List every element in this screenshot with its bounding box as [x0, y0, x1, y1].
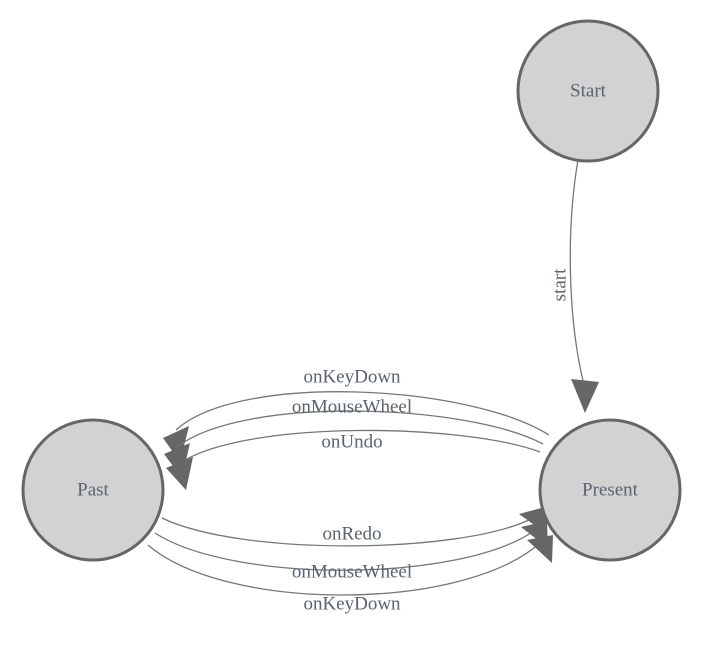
- edge-label-start: start: [549, 268, 570, 301]
- node-start-label: Start: [570, 80, 607, 101]
- node-past[interactable]: Past: [21, 418, 165, 562]
- edge-present-to-past-onkeydown[interactable]: onKeyDown: [163, 366, 550, 462]
- edge-label-past-present-onredo: onRedo: [322, 523, 381, 544]
- node-past-circle: [21, 418, 165, 562]
- edge-present-to-past-onmousewheel[interactable]: onMouseWheel: [164, 396, 544, 478]
- node-present-label: Present: [582, 479, 639, 500]
- edge-path-present-past-onkeydown: [175, 391, 550, 436]
- edge-start-to-present[interactable]: start: [549, 159, 599, 413]
- arrowhead-past-present-onkeydown: [527, 535, 553, 563]
- edge-label-present-past-onkeydown: onKeyDown: [303, 366, 401, 387]
- edge-path-present-past-onundo: [179, 429, 541, 464]
- edge-path-past-present-onmousewheel: [154, 530, 535, 571]
- node-present-circle: [538, 418, 682, 562]
- edge-label-past-present-onkeydown: onKeyDown: [303, 593, 401, 614]
- edge-label-present-past-onmousewheel: onMouseWheel: [292, 396, 412, 417]
- edge-path-start-present: [569, 159, 585, 386]
- node-past-label: Past: [77, 479, 109, 500]
- node-present[interactable]: Present: [538, 418, 682, 562]
- node-start-circle: [516, 19, 660, 163]
- edge-label-present-past-onundo: onUndo: [321, 431, 382, 452]
- node-start[interactable]: Start: [516, 19, 660, 163]
- edge-label-past-present-onmousewheel: onMouseWheel: [292, 561, 412, 582]
- edge-past-to-present-onkeydown[interactable]: onKeyDown: [147, 535, 553, 614]
- edge-path-past-present-onkeydown: [147, 542, 541, 596]
- edge-present-to-past-onundo[interactable]: onUndo: [166, 429, 541, 490]
- arrowhead-start-present: [571, 379, 599, 413]
- edge-path-present-past-onmousewheel: [176, 410, 544, 448]
- arrowhead-present-past-onundo: [166, 457, 193, 490]
- edge-path-past-present-onredo: [161, 517, 532, 547]
- arrowhead-present-past-onkeydown: [163, 426, 189, 462]
- edge-past-to-present-onredo[interactable]: onRedo: [161, 507, 547, 547]
- edge-past-to-present-onmousewheel[interactable]: onMouseWheel: [154, 521, 548, 582]
